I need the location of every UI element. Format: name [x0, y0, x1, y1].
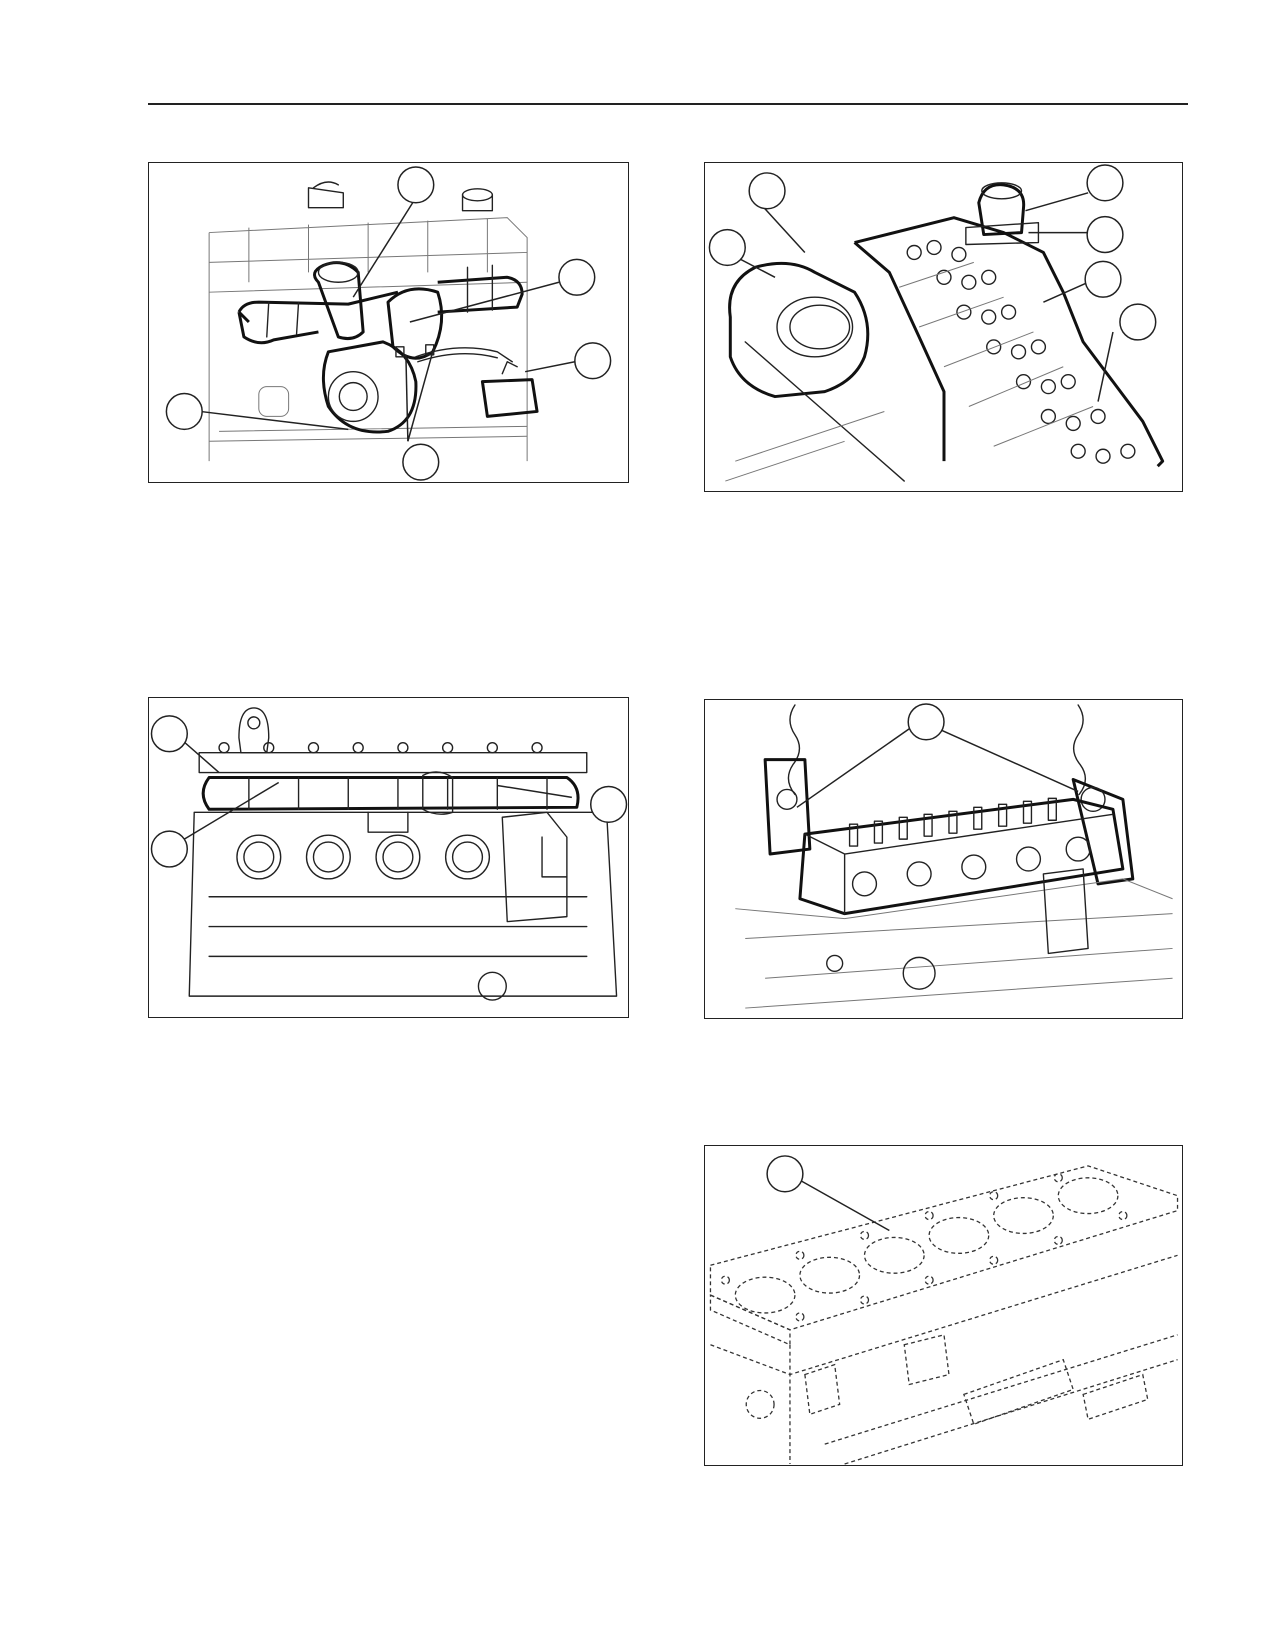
callout-circle — [708, 228, 746, 267]
callout-circle — [907, 703, 945, 741]
callout-circle — [574, 342, 612, 380]
callout-circle — [402, 443, 440, 481]
head-gasket-illustration — [709, 1155, 1179, 1465]
callout-circle — [766, 1155, 804, 1193]
figure-exhaust-manifold — [148, 697, 629, 1018]
figure-turbocharger — [148, 162, 629, 483]
callout-circle — [1086, 215, 1124, 254]
callout-circle — [748, 172, 786, 210]
callout-circle — [1119, 303, 1157, 341]
figure-head-gasket — [704, 1145, 1183, 1466]
callout-circle — [165, 392, 203, 431]
callout-circle — [150, 715, 189, 753]
callout-circle — [150, 830, 189, 868]
figure-cylinder-head-thermostat — [704, 162, 1183, 492]
callout-circle — [1086, 164, 1124, 202]
figure-cylinder-head-lifting — [704, 699, 1183, 1019]
cylinder-head-illustration — [708, 164, 1165, 482]
exhaust-manifold-illustration — [150, 707, 628, 1001]
turbocharger-illustration — [165, 166, 612, 481]
header-rule — [148, 103, 1188, 105]
callout-circle — [589, 785, 628, 823]
callout-circle — [397, 166, 435, 204]
callout-circle — [1084, 260, 1122, 298]
callout-circle — [558, 258, 596, 296]
cylinder-head-lifting-illustration — [735, 703, 1173, 1009]
